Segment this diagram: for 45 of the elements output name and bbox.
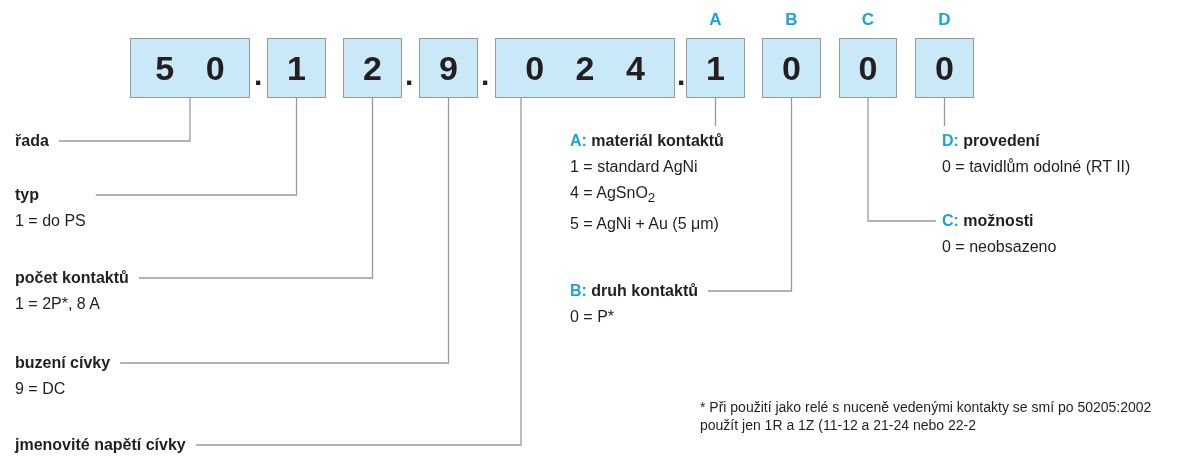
- leader-line: [943, 97, 946, 127]
- position-letter: A: [708, 10, 723, 30]
- field-heading: C: možnosti: [942, 211, 1035, 231]
- position-letter: C: [860, 10, 876, 30]
- option-text: 1 = do PS: [15, 211, 86, 231]
- field-heading: jmenovité napětí cívky: [15, 435, 186, 455]
- option-text: 1 = standard AgNi: [570, 157, 699, 177]
- field-heading: řada: [15, 131, 49, 151]
- leader-line: [867, 97, 937, 222]
- code-box: 5 0: [130, 38, 250, 98]
- code-box: 0: [762, 38, 821, 98]
- footnote: * Při použití jako relé s nuceně vedenými kontakty se smí po 50205:2002 použít jen 1R a 1Z (11-12 a 21-24 nebo 22-2: [700, 398, 1153, 434]
- separator-dot: .: [481, 58, 490, 92]
- option-text: 9 = DC: [15, 379, 67, 399]
- field-heading: typ: [15, 185, 40, 205]
- separator-dot: .: [677, 58, 686, 92]
- code-box: 0: [915, 38, 974, 98]
- field-heading: počet kontaktů: [15, 268, 129, 288]
- leader-line: [195, 97, 522, 446]
- field-heading: B: druh kontaktů: [570, 281, 698, 301]
- code-box: 2: [343, 38, 402, 98]
- position-letter: B: [784, 10, 799, 30]
- option-text: 0 = neobsazeno: [942, 237, 1057, 257]
- option-text: 1 = 2P*, 8 A: [15, 294, 101, 314]
- code-box: 1: [267, 38, 326, 98]
- leader-line: [714, 97, 717, 127]
- option-text: 0 = tavidlům odolné (RT II): [942, 157, 1131, 177]
- leader-line: [138, 97, 374, 279]
- field-heading: buzení cívky: [15, 353, 111, 373]
- field-heading: A: materiál kontaktů: [570, 131, 724, 151]
- position-letter: D: [937, 10, 952, 30]
- code-box: 9: [419, 38, 478, 98]
- leader-line: [707, 97, 793, 292]
- leader-line: [119, 97, 450, 364]
- leader-line: [95, 97, 298, 196]
- option-text: 5 = AgNi + Au (5 μm): [570, 214, 720, 235]
- field-heading: D: provedení: [942, 131, 1041, 151]
- option-text: 0 = P*: [570, 307, 616, 327]
- code-box: 0: [839, 38, 897, 98]
- code-box: 1: [686, 38, 745, 98]
- option-text: 4 = AgSnO$_{2}$: [570, 183, 657, 208]
- leader-line: [58, 97, 191, 142]
- separator-dot: .: [254, 58, 263, 92]
- separator-dot: .: [405, 58, 414, 92]
- code-box: 0 2 4: [495, 38, 675, 98]
